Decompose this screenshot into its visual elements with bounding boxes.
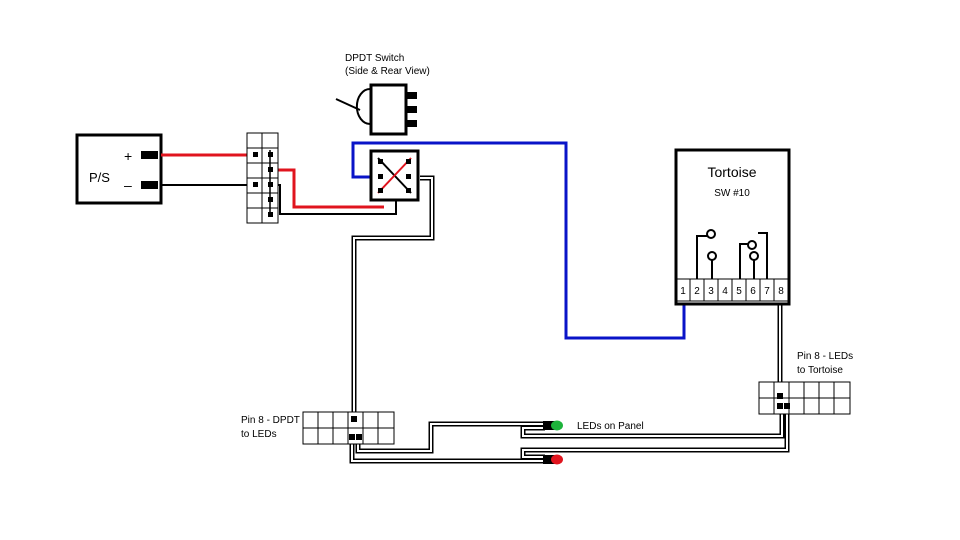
pin8-dpdt-label-line2: to LEDs bbox=[241, 429, 277, 440]
switch-title-line2: (Side & Rear View) bbox=[345, 66, 430, 77]
tortoise-pin-label: 2 bbox=[694, 286, 700, 297]
tortoise-pin-label: 8 bbox=[778, 286, 784, 297]
toggle-bushing bbox=[355, 88, 371, 125]
dpdt-cross-wire-red bbox=[377, 157, 412, 194]
red-led bbox=[551, 454, 563, 465]
leds-on-panel-label: LEDs on Panel bbox=[577, 421, 644, 432]
tortoise-pin-label: 7 bbox=[764, 286, 770, 297]
switch-lug-3 bbox=[406, 120, 417, 127]
tortoise-pin-label: 5 bbox=[736, 286, 742, 297]
minus-terminal-label: – bbox=[124, 177, 132, 193]
red-led-base bbox=[543, 455, 555, 464]
power-supply: P/S + – bbox=[75, 133, 163, 205]
tortoise-pin-label: 3 bbox=[708, 286, 714, 297]
twin-wire-green-led-to-tortoise-connector-inner bbox=[522, 405, 783, 437]
tortoise-pin-label: 6 bbox=[750, 286, 756, 297]
connector-dpdt-to-leds: Pin 8 - DPDT to LEDs bbox=[241, 411, 395, 445]
tortoise-subtitle: SW #10 bbox=[714, 188, 750, 199]
tortoise-body bbox=[674, 148, 791, 306]
green-led bbox=[551, 420, 563, 431]
terminal-dot bbox=[268, 197, 273, 202]
red-wire-strip-to-dpdt bbox=[270, 168, 384, 209]
dpdt-switch-side-view: DPDT Switch (Side & Rear View) bbox=[335, 53, 430, 136]
twin-wire-dpdt-to-connector-inner bbox=[353, 177, 433, 418]
terminal-dot bbox=[253, 182, 258, 187]
switch-lug-2 bbox=[406, 106, 417, 113]
switch-body bbox=[369, 83, 408, 136]
tortoise-pin-label: 4 bbox=[722, 286, 728, 297]
pin8-tortoise-label-line2: to Tortoise bbox=[797, 365, 843, 376]
green-led-base bbox=[543, 421, 555, 430]
terminal-dot bbox=[268, 212, 273, 217]
pin8-dpdt-label-line1: Pin 8 - DPDT bbox=[241, 415, 300, 426]
terminal-dot bbox=[268, 152, 273, 157]
terminal-dot bbox=[268, 182, 273, 187]
plus-terminal bbox=[141, 151, 158, 159]
twin-wire-green-led-to-tortoise-connector-outer bbox=[520, 405, 785, 439]
terminal-dot bbox=[253, 152, 258, 157]
power-supply-label: P/S bbox=[89, 170, 110, 185]
tortoise-title: Tortoise bbox=[707, 164, 756, 180]
terminal-strip bbox=[246, 132, 279, 224]
panel-leds: LEDs on Panel bbox=[543, 420, 644, 465]
plus-terminal-label: + bbox=[124, 148, 132, 164]
switch-title-line1: DPDT Switch bbox=[345, 53, 404, 64]
pin8-tortoise-label-line1: Pin 8 - LEDs bbox=[797, 351, 853, 362]
connector-leds-to-tortoise: Pin 8 - LEDs to Tortoise bbox=[758, 351, 853, 415]
power-supply-box bbox=[75, 133, 163, 205]
minus-terminal bbox=[141, 181, 158, 189]
terminal-dot bbox=[268, 167, 273, 172]
tortoise-machine: Tortoise SW #10 1 2 3 4 5 6 7 8 bbox=[674, 148, 791, 306]
dpdt-switch-rear-view bbox=[369, 149, 420, 202]
twin-wire-connector-to-green-led-inner bbox=[357, 423, 545, 452]
blue-wire-dpdt-to-tortoise bbox=[351, 141, 686, 340]
tortoise-pin-label: 1 bbox=[680, 286, 686, 297]
twin-wire-red-led-to-tortoise-connector-inner bbox=[522, 405, 788, 458]
switch-lug-1 bbox=[406, 92, 417, 99]
